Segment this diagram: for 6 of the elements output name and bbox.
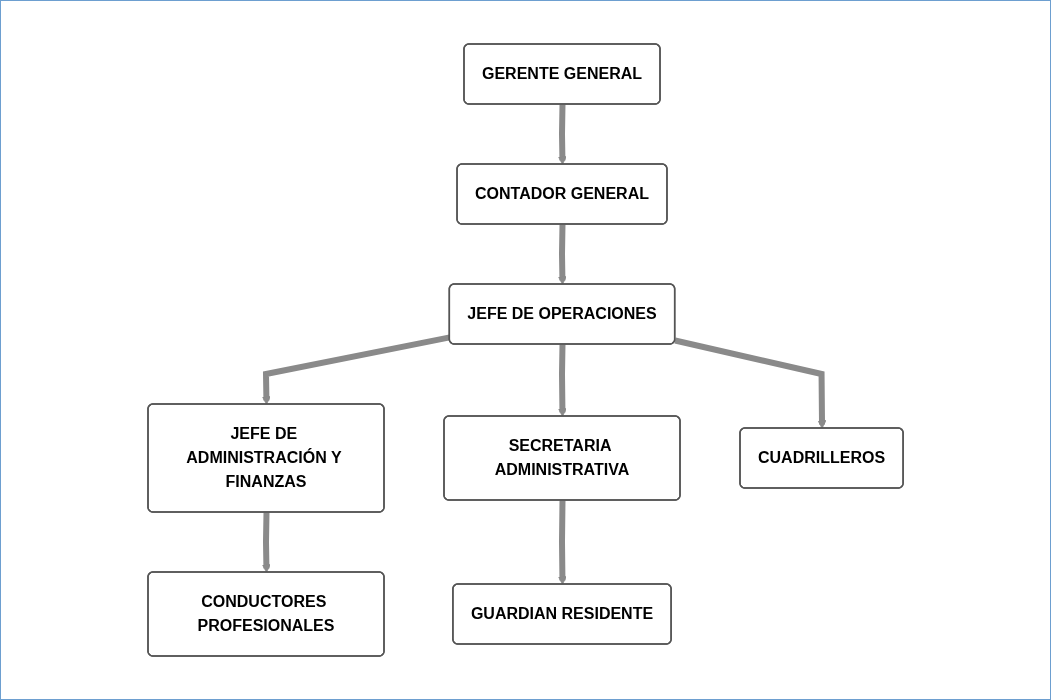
arrow xyxy=(557,104,567,165)
arrow xyxy=(557,224,567,285)
arrow xyxy=(261,512,271,573)
arrow xyxy=(557,344,567,417)
arrow xyxy=(557,500,567,585)
arrow xyxy=(674,337,827,429)
